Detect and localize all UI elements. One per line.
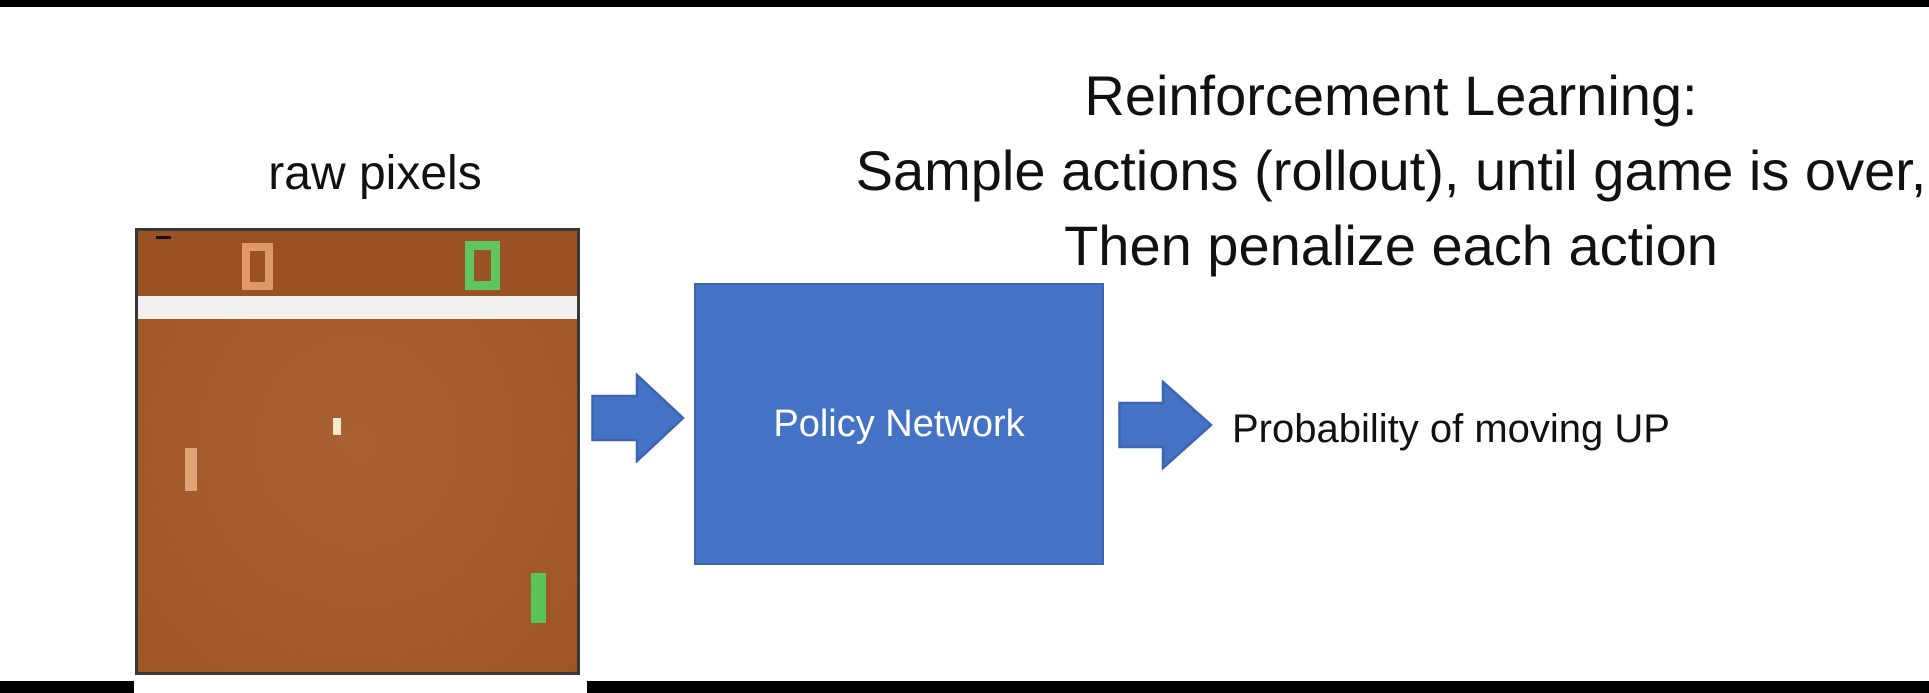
pong-green-paddle xyxy=(531,573,546,623)
pong-orange-score-digit xyxy=(242,243,273,290)
pong-orange-paddle xyxy=(185,448,197,491)
title-line-3: Then penalize each action xyxy=(1064,214,1718,277)
pong-ball xyxy=(333,418,341,435)
bottom-right-black-bar xyxy=(587,681,1929,693)
title-line-1: Reinforcement Learning: xyxy=(1084,64,1698,127)
input-arrow-right-icon xyxy=(591,373,685,463)
output-arrow-right-icon xyxy=(1118,380,1213,470)
pong-score-dash xyxy=(156,236,171,239)
pong-white-stripe xyxy=(138,296,577,319)
raw-pixels-label: raw pixels xyxy=(268,147,482,200)
pong-top-region xyxy=(138,231,577,296)
pong-green-score-digit xyxy=(465,241,500,290)
top-black-bar xyxy=(0,0,1929,7)
probability-label: Probability of moving UP xyxy=(1232,407,1670,451)
policy-network-box: Policy Network xyxy=(694,283,1104,565)
title-line-2: Sample actions (rollout), until game is … xyxy=(855,139,1927,202)
pong-game-screenshot xyxy=(135,228,580,675)
slide-title: Reinforcement Learning: Sample actions (… xyxy=(851,58,1929,283)
policy-network-label: Policy Network xyxy=(773,403,1025,445)
bottom-left-black-bar xyxy=(0,681,134,693)
